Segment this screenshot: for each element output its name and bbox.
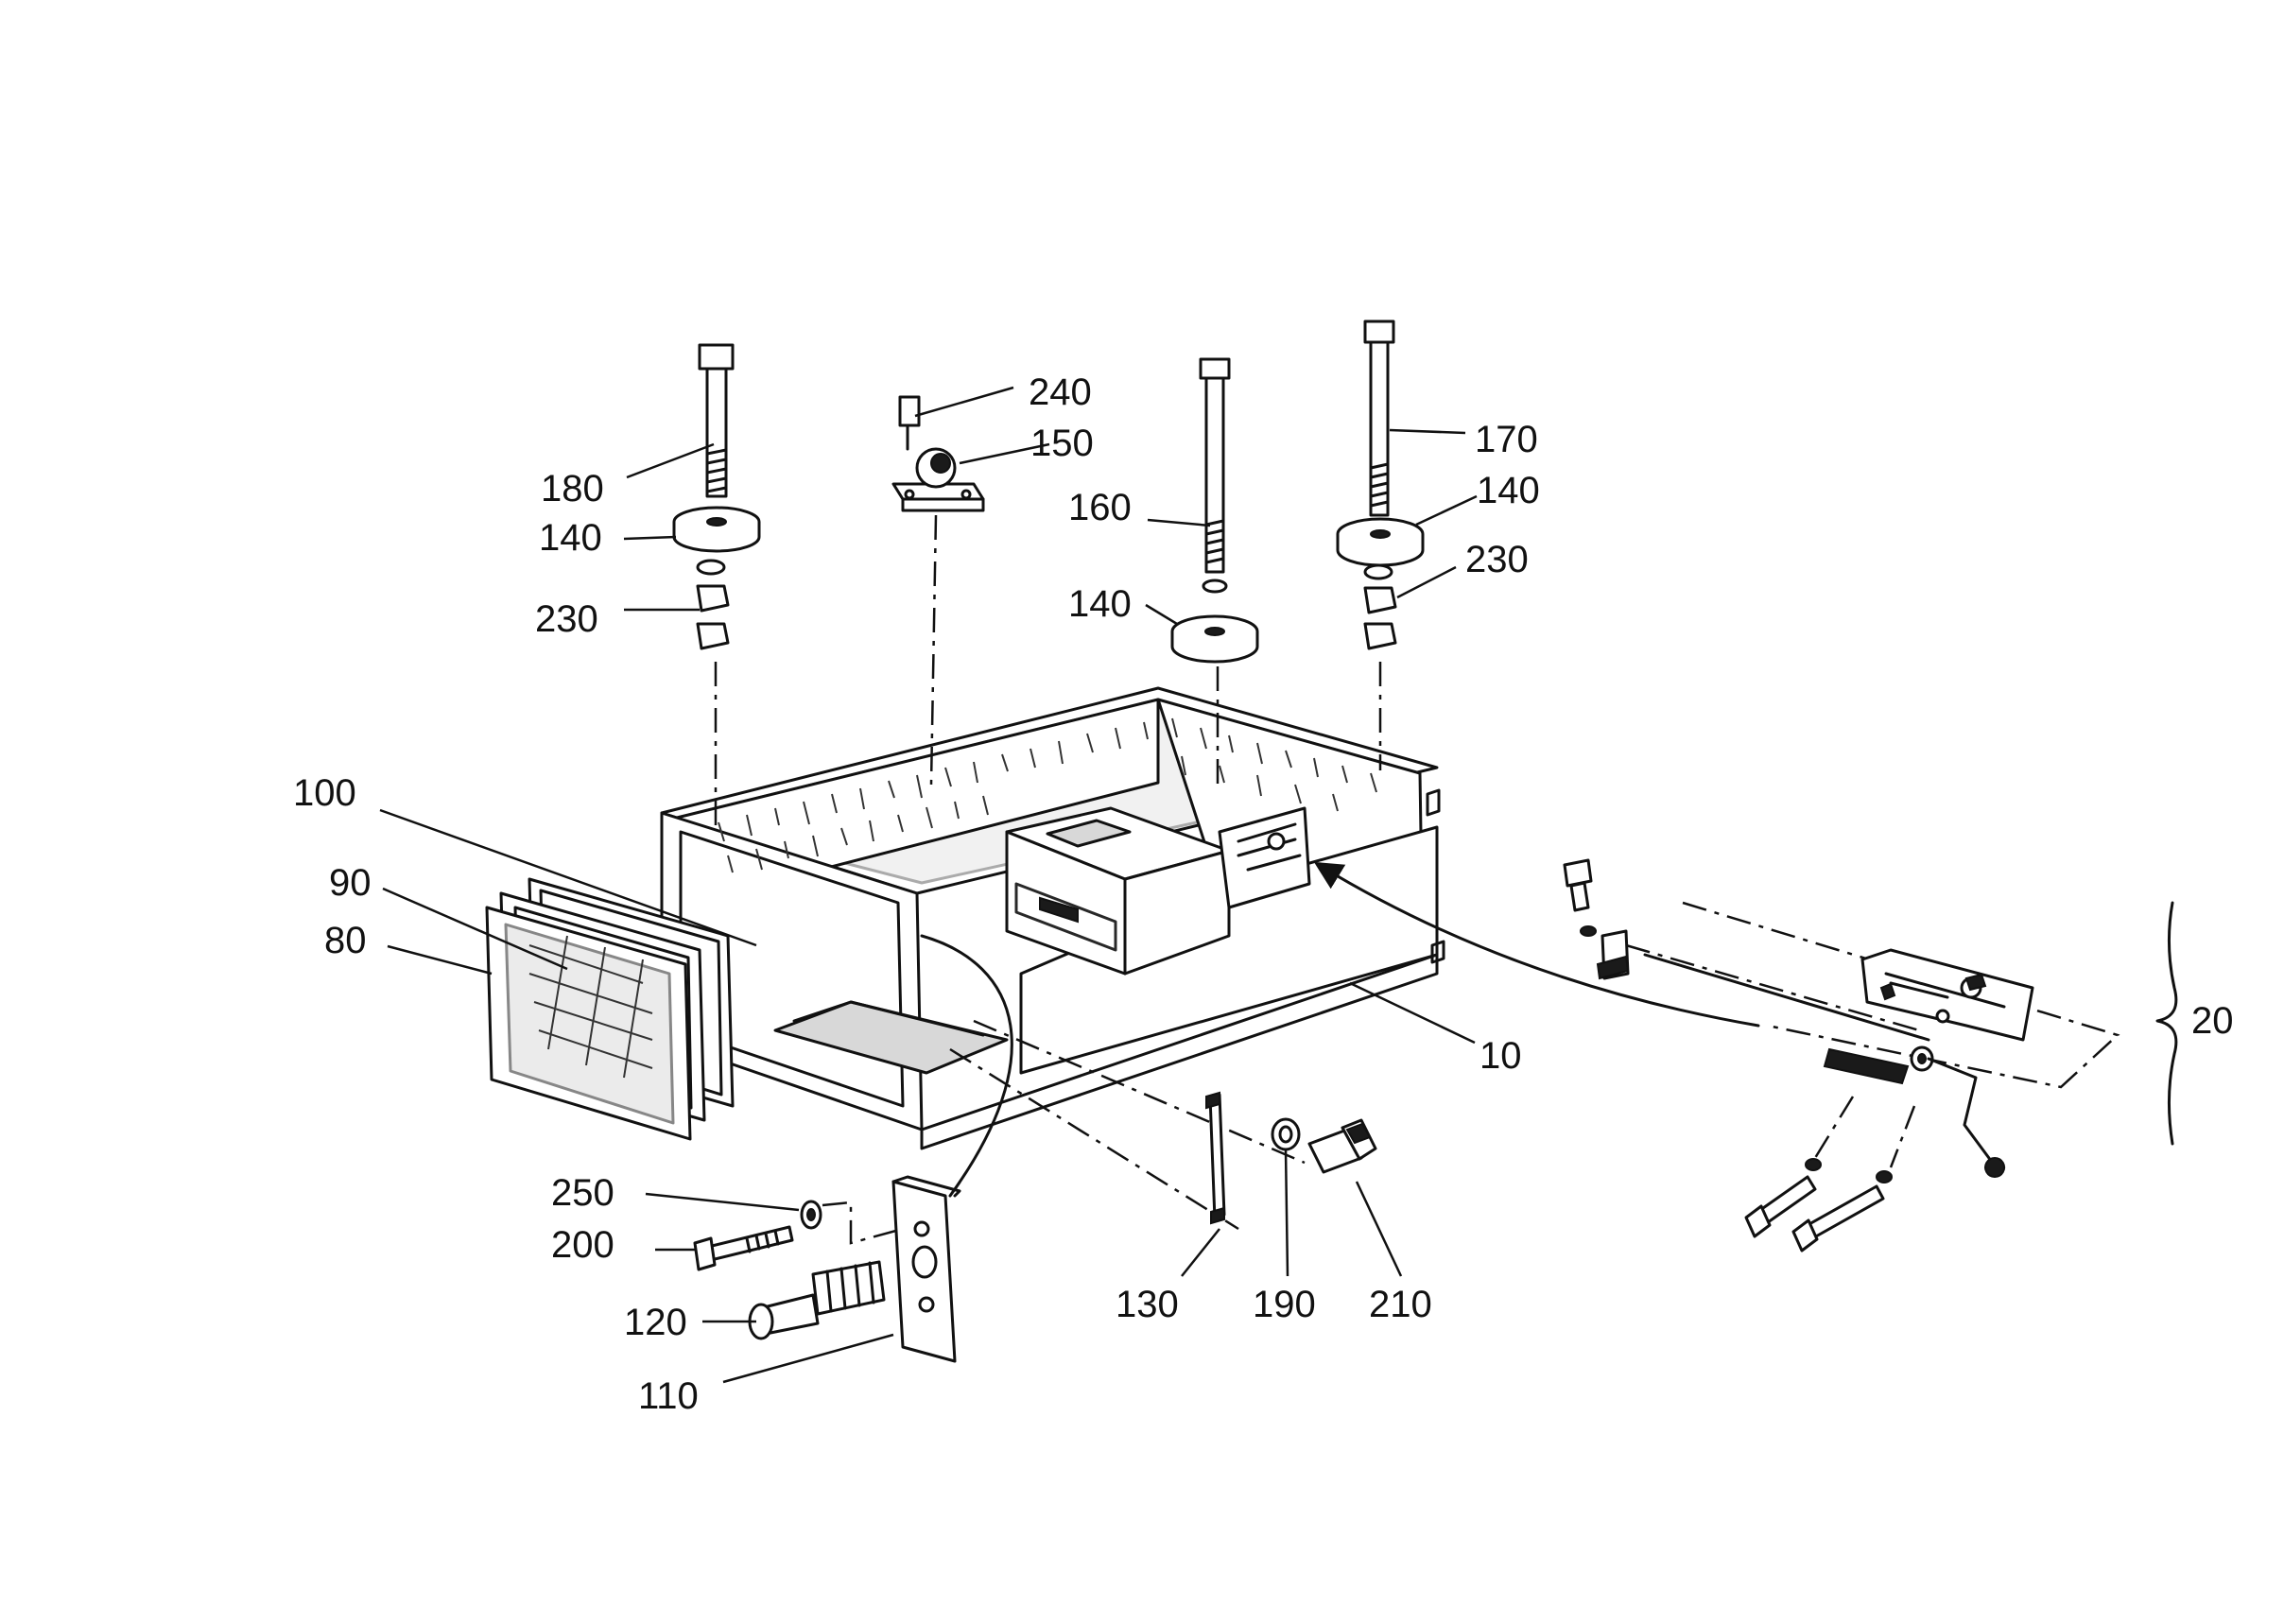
assembly-arrow bbox=[1313, 861, 1760, 1028]
cable-plate-assembly bbox=[693, 934, 1013, 1363]
label-240: 240 bbox=[1029, 371, 1092, 413]
label-160: 160 bbox=[1068, 487, 1132, 528]
label-10: 10 bbox=[1479, 1035, 1522, 1077]
label-90: 90 bbox=[329, 862, 372, 904]
leader-lines bbox=[379, 386, 1478, 1384]
label-80: 80 bbox=[324, 920, 367, 961]
bracket-150 bbox=[891, 395, 985, 786]
label-230-left: 230 bbox=[535, 598, 598, 640]
part-labels: 180 140 230 240 150 160 140 170 140 230 … bbox=[293, 371, 2234, 1417]
label-140-right: 140 bbox=[1477, 470, 1540, 511]
label-140-left: 140 bbox=[539, 517, 602, 559]
label-20: 20 bbox=[2191, 1000, 2234, 1042]
label-140-center: 140 bbox=[1068, 583, 1132, 625]
label-210: 210 bbox=[1369, 1284, 1432, 1325]
clip-bolt-group bbox=[949, 1019, 1377, 1231]
cover-assembly bbox=[485, 877, 735, 1141]
housing-10 bbox=[660, 686, 1445, 1150]
label-170: 170 bbox=[1475, 419, 1538, 460]
assembly-20 bbox=[1563, 858, 2178, 1253]
wall-texture bbox=[718, 717, 1377, 873]
label-230-right: 230 bbox=[1465, 539, 1529, 580]
label-250: 250 bbox=[551, 1172, 614, 1214]
label-180: 180 bbox=[541, 468, 604, 510]
label-150: 150 bbox=[1030, 423, 1094, 464]
label-110: 110 bbox=[638, 1375, 699, 1417]
label-130: 130 bbox=[1116, 1284, 1179, 1325]
label-200: 200 bbox=[551, 1224, 614, 1266]
label-100: 100 bbox=[293, 772, 356, 814]
label-120: 120 bbox=[624, 1302, 687, 1343]
label-190: 190 bbox=[1253, 1284, 1316, 1325]
mount-left bbox=[672, 343, 761, 832]
mount-center bbox=[1170, 357, 1259, 789]
mount-right bbox=[1336, 320, 1425, 770]
